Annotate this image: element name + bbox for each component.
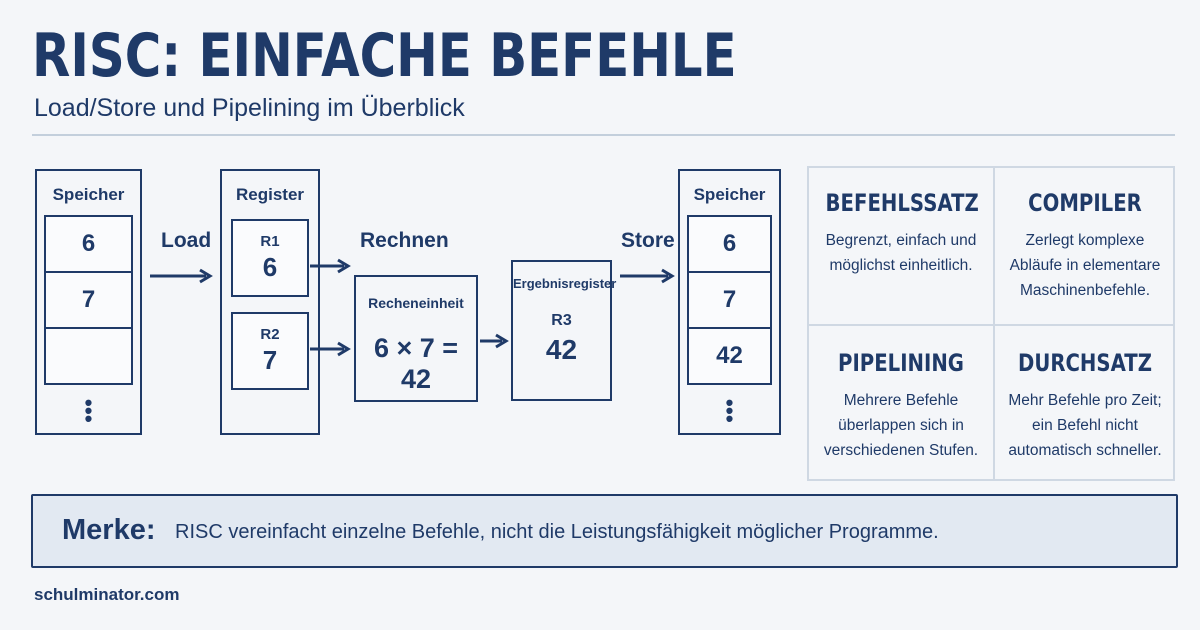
register-value: 7 xyxy=(262,345,278,375)
concept-durchsatz: DURCHSATZ Mehr Befehle pro Zeit; ein Bef… xyxy=(993,348,1177,463)
result-register-title: Ergebnisregister xyxy=(513,276,617,291)
page-title: RISC: EINFACHE BEFEHLE xyxy=(32,21,737,91)
store-label: Store xyxy=(621,229,675,252)
concept-pipelining: PIPELINING Mehrere Befehle überlappen si… xyxy=(809,348,993,463)
concept-title: COMPILER xyxy=(1028,189,1142,217)
memory-right-ellipsis: ••• xyxy=(725,390,734,431)
concept-text: Mehrere Befehle überlappen sich in versc… xyxy=(823,392,979,459)
concept-title: BEFEHLSSATZ xyxy=(825,189,979,217)
r1-arrow-icon xyxy=(310,258,351,274)
load-arrow-icon xyxy=(150,268,213,284)
concept-befehlssatz: BEFEHLSSATZ Begrenzt, einfach und möglic… xyxy=(809,188,993,278)
load-label: Load xyxy=(161,229,212,252)
header-divider xyxy=(32,134,1175,136)
concept-title: DURCHSATZ xyxy=(1018,349,1152,377)
register-r2: R2 7 xyxy=(231,312,309,390)
r2-arrow-icon xyxy=(310,341,351,357)
note-label: Merke: xyxy=(62,514,156,546)
register-block: Register R1 6 R2 7 xyxy=(220,169,320,435)
memory-left-cell xyxy=(44,327,133,385)
alu-expression: 6 × 7 = 42 xyxy=(373,333,459,394)
memory-left-cell: 7 xyxy=(44,271,133,329)
memory-right-title: Speicher xyxy=(693,185,766,204)
concept-text: Mehr Befehle pro Zeit; ein Befehl nicht … xyxy=(1008,392,1162,459)
result-register-box: Ergebnisregister R3 42 xyxy=(511,260,617,401)
result-register-name: R3 xyxy=(551,312,572,329)
note-text: RISC vereinfacht einzelne Befehle, nicht… xyxy=(175,521,939,543)
register-name: R2 xyxy=(260,326,280,343)
concept-grid: BEFEHLSSATZ Begrenzt, einfach und möglic… xyxy=(807,166,1175,481)
concept-title: PIPELINING xyxy=(838,349,964,377)
register-r1: R1 6 xyxy=(231,219,309,297)
grid-divider xyxy=(993,168,995,479)
memory-left: Speicher 6 7 ••• xyxy=(35,169,142,435)
concept-text: Zerlegt komplexe Abläufe in elementare M… xyxy=(1009,232,1161,299)
memory-left-title: Speicher xyxy=(52,185,125,204)
memory-right: Speicher 6 7 42 ••• xyxy=(678,169,781,435)
page-subtitle: Load/Store und Pipelining im Überblick xyxy=(34,94,465,122)
alu-title: Recheneinheit xyxy=(368,295,464,311)
memory-right-cell: 6 xyxy=(687,215,772,273)
result-register-value: 42 xyxy=(545,334,578,365)
note-box: Merke: RISC vereinfacht einzelne Befehle… xyxy=(31,494,1178,568)
alu-arrow-icon xyxy=(480,333,509,349)
memory-right-cell: 42 xyxy=(687,327,772,385)
store-arrow-icon xyxy=(620,268,675,284)
footer-site: schulminator.com xyxy=(34,585,180,604)
grid-divider xyxy=(809,324,1173,326)
register-title: Register xyxy=(235,185,305,204)
memory-right-cell: 7 xyxy=(687,271,772,329)
alu-box: Recheneinheit 6 × 7 = 42 xyxy=(354,275,478,402)
memory-left-cell: 6 xyxy=(44,215,133,273)
register-name: R1 xyxy=(260,233,280,250)
concept-compiler: COMPILER Zerlegt komplexe Abläufe in ele… xyxy=(993,188,1177,303)
concept-text: Begrenzt, einfach und möglichst einheitl… xyxy=(825,232,977,274)
memory-left-ellipsis: ••• xyxy=(84,390,93,431)
register-value: 6 xyxy=(262,252,278,282)
compute-label: Rechnen xyxy=(360,229,449,252)
